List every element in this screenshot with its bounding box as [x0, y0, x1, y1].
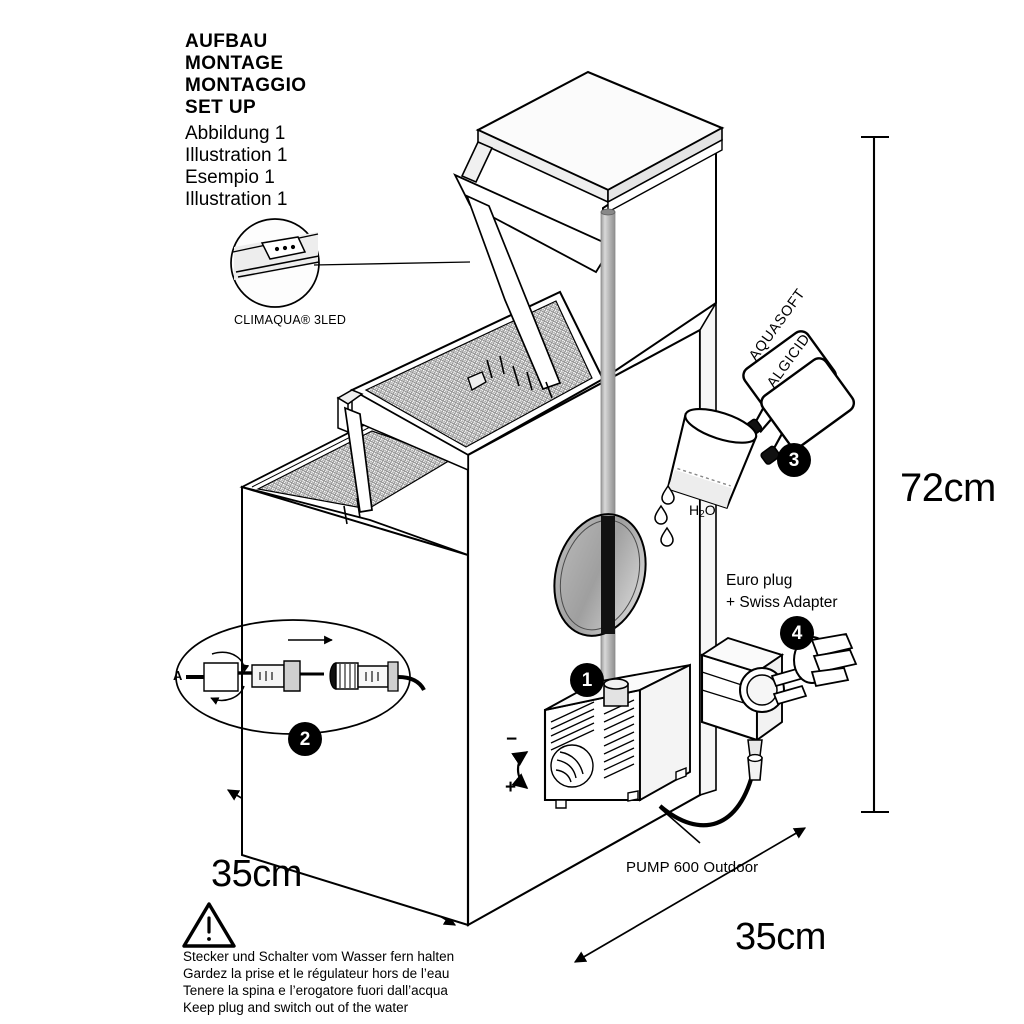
subheading-abbildung: Abbildung 1 [185, 123, 286, 144]
heading-line-aufbau: AUFBAU [185, 31, 268, 52]
h2o-label: H2O [689, 502, 716, 521]
flow-adjust-arrows [511, 751, 529, 789]
led-caption: CLIMAQUA® 3LED [234, 313, 347, 327]
pump-leader-line [659, 807, 701, 844]
heading-line-montage: MONTAGE [185, 53, 284, 74]
fountain-lower-basin [239, 421, 469, 927]
flow-decrease-label: − [506, 729, 518, 750]
warning-line-en: Keep plug and switch out of the water [183, 1000, 409, 1015]
pump-caption: PUMP 600 Outdoor [626, 859, 759, 876]
badge-4-power-adapter: 4 [780, 616, 814, 650]
subheading-illustration-en: Illustration 1 [185, 189, 288, 210]
splash-ticks [343, 355, 553, 525]
dimension-depth-right: 35cm [735, 916, 826, 958]
warning-line-fr: Gardez la prise et le régulateur hors de… [183, 966, 450, 981]
water-drops [654, 484, 675, 547]
flow-increase-label: + [505, 777, 517, 798]
dimension-height: 72cm [900, 466, 996, 510]
dimension-width-left: 35cm [211, 853, 302, 895]
cable-connector-inline [747, 753, 763, 781]
plug-caption-line2: + Swiss Adapter [726, 594, 838, 611]
led-detail-callout [230, 218, 471, 308]
warning-line-de: Stecker und Schalter vom Wasser fern hal… [183, 949, 455, 964]
grey-disc [553, 513, 647, 637]
measuring-cup [666, 407, 758, 510]
power-transformer [699, 636, 808, 757]
subheading-illustration-fr: Illustration 1 [185, 145, 288, 166]
badge-3-water-treatment: 3 [777, 443, 811, 477]
water-cascade [343, 194, 562, 513]
warning-line-it: Tenere la spina e l’erogatore fuori dall… [183, 983, 448, 998]
heading-line-montaggio: MONTAGGIO [185, 75, 307, 96]
subheading-esempio: Esempio 1 [185, 167, 275, 188]
treatment-bottles [742, 330, 856, 465]
pump-unit [543, 663, 691, 809]
connector-marker-a: A [173, 668, 183, 683]
power-cable [658, 767, 757, 828]
warning-triangle-icon [182, 902, 236, 948]
badge-1-pump: 1 [570, 663, 604, 697]
badge-2-cable-connector: 2 [288, 722, 322, 756]
height-dimension-line [861, 135, 889, 814]
plug-caption-line1: Euro plug [726, 572, 793, 589]
heading-line-set-up: SET UP [185, 97, 257, 118]
